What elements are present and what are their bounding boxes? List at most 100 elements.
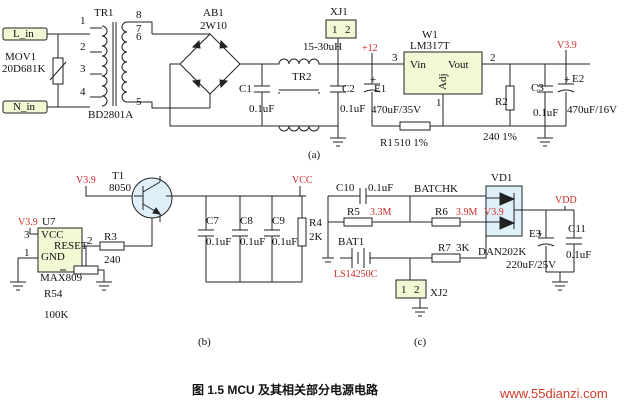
u7-ground [10, 281, 26, 291]
w1-pin-out: 2 [490, 52, 496, 64]
vd1-diodes [499, 192, 516, 230]
e3-plus: + [536, 228, 542, 240]
xj2-body [395, 279, 427, 299]
t1-ref: T1 [112, 170, 124, 182]
input-l-label: L_in [13, 28, 34, 40]
vd1-ref: VD1 [491, 172, 512, 184]
bridge-wires [152, 33, 262, 127]
e2-plus: + [564, 74, 570, 86]
ab1-bridge [179, 33, 241, 95]
r3-body [99, 241, 125, 251]
vd1-leads [486, 197, 522, 223]
tr1-pin-8: 8 [136, 9, 142, 21]
e1-value: 470uF/35V [371, 104, 421, 116]
t1-collector-wire [85, 186, 134, 197]
t1-part: 8050 [109, 182, 132, 194]
c8-plates [232, 229, 248, 237]
r54-ref: R54 [44, 288, 63, 300]
r5-value: 3.3M [370, 207, 392, 218]
c1-plates [254, 85, 270, 93]
c1-value: 0.1uF [249, 103, 274, 115]
w1-vin: Vin [410, 59, 426, 71]
u7-gnd: GND [41, 251, 65, 263]
w1-wires [442, 63, 590, 126]
r1-value: 510 1% [394, 137, 428, 149]
vdd-bus [522, 206, 574, 211]
xj1-ref: XJ1 [330, 6, 348, 18]
c11-ref: C11 [568, 223, 586, 235]
c2-ref: C2 [342, 83, 355, 95]
tr1-secondary-leads [127, 21, 210, 109]
r2-value: 240 1% [483, 131, 517, 143]
tr1-core [112, 22, 117, 106]
r7-value: 3K [456, 242, 470, 254]
ab1-ref: AB1 [203, 7, 224, 19]
xj1-wire [337, 38, 404, 65]
r54-ground [96, 269, 112, 291]
e1-plate-neg [363, 89, 381, 93]
c9-value: 0.1uF [272, 236, 297, 248]
c7-plates [198, 229, 214, 237]
e2-ref: E2 [572, 73, 584, 85]
c1-ref: C1 [239, 83, 252, 95]
c7: C7 0.1uF [198, 196, 231, 282]
c2-value: 0.1uF [340, 103, 365, 115]
r4-ref: R4 [309, 217, 322, 229]
tr1-pin-1: 1 [80, 15, 86, 27]
batchk-label: BATCHK [414, 183, 458, 195]
c8-value: 0.1uF [240, 236, 265, 248]
u7-vcc: VCC [41, 229, 64, 241]
c8: C8 0.1uF [232, 196, 265, 282]
xj1-pin-1: 1 [332, 24, 338, 36]
ab1-diodes [191, 39, 229, 89]
r1-body [399, 121, 431, 131]
xj2-ref: XJ2 [430, 287, 448, 299]
vdd-label: VDD [555, 195, 577, 206]
c10-left-leg [322, 196, 334, 263]
e3-value: 220uF/25V [506, 259, 556, 271]
c3-ref: C3 [531, 82, 544, 94]
tr1-secondary-coil [121, 21, 128, 103]
u7-pin-1: 1 [24, 247, 30, 259]
panel-c-sub-label: (c) [414, 336, 427, 348]
e2-plate-neg [557, 89, 575, 93]
panel-c: C10 0.1uF BATCHK R5 3.3M R6 3.9M BAT1 LS… [322, 172, 591, 348]
u7-pin-3: 3 [24, 229, 30, 241]
c9-ref: C9 [272, 215, 285, 227]
u7-part: MAX809 [40, 272, 83, 284]
tr1-ref: TR1 [94, 7, 114, 19]
e3-plate-neg [537, 243, 555, 247]
r6-body [431, 217, 461, 227]
c10-value: 0.1uF [368, 182, 393, 194]
mov1-slash [49, 61, 67, 81]
panel-a-ground-right [510, 125, 566, 147]
w1-part: LM317T [410, 40, 450, 52]
c7-value: 0.1uF [206, 236, 231, 248]
rail-v39-label: V3.9 [557, 40, 577, 51]
r1-ref: R1 [380, 137, 393, 149]
w1-ref: W1 [422, 29, 438, 41]
c11-value: 0.1uF [566, 249, 591, 261]
r4-body [297, 217, 307, 247]
c3-plates [537, 85, 553, 93]
bat1-cells [351, 248, 371, 268]
t1-body [131, 177, 173, 219]
tr1-pin-2: 2 [80, 41, 86, 53]
panel-a-sub-label: (a) [308, 149, 321, 161]
c11-plates [566, 237, 582, 245]
tr1-pin-3: 3 [80, 63, 86, 75]
r3-value: 240 [104, 254, 121, 266]
tr2-core [278, 89, 320, 94]
xj2-ground [412, 298, 428, 317]
mov1-ref: MOV1 [5, 51, 36, 63]
xj2-pin-2: 2 [414, 284, 420, 296]
xj2-pin-1: 1 [401, 284, 407, 296]
bat1-ref: BAT1 [338, 236, 364, 248]
watermark: www.55dianzi.com [499, 386, 608, 401]
e1-plus: + [370, 74, 376, 86]
r5-ref: R5 [347, 206, 360, 218]
tr2-ref: TR2 [292, 71, 312, 83]
tr1-primary-taps [90, 27, 102, 98]
c3-value: 0.1uF [533, 107, 558, 119]
rail-12v-label: +12 [362, 43, 378, 54]
